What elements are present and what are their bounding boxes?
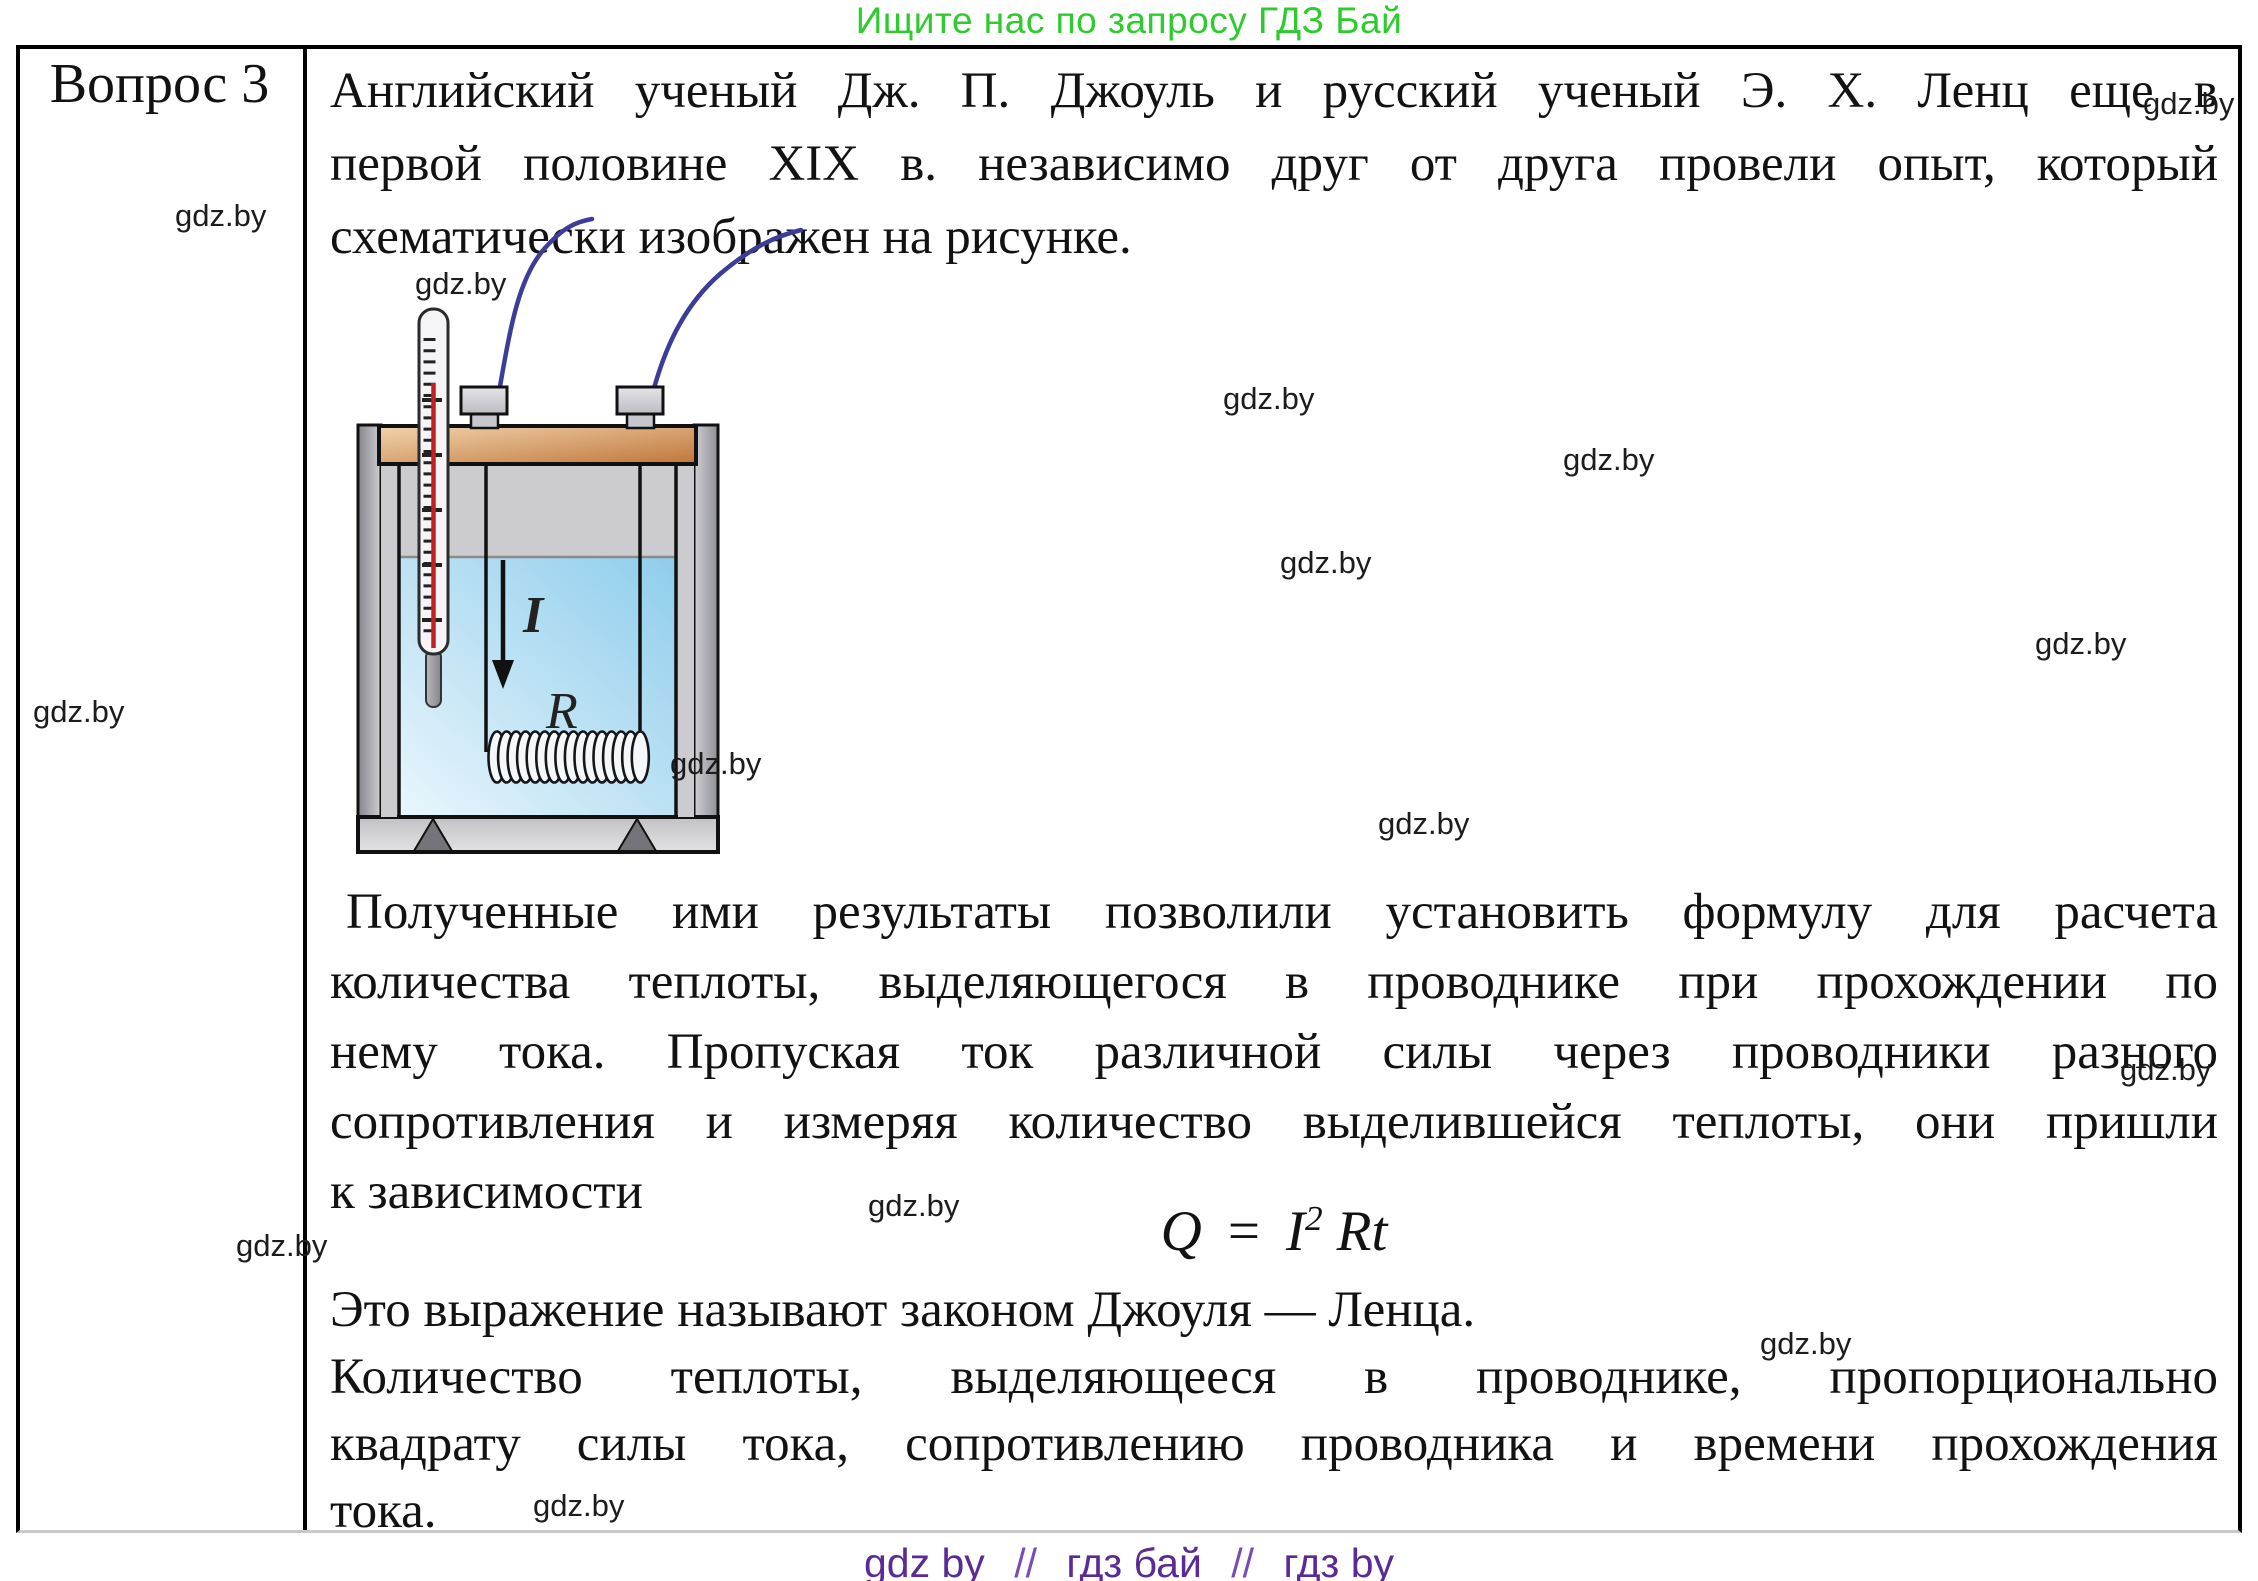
paragraph-2: Полученные ими результаты позволили уста… [330,877,2218,1227]
resistor-coil [487,730,651,784]
formula-rest: Rt [1336,1200,1388,1263]
text-line: квадрату силы тока, сопротивлению провод… [330,1416,2218,1472]
paragraph-3: Это выражение называют законом Джоуля — … [330,1277,2218,1545]
terminal-left [459,385,509,430]
footer-text: гдз by [1283,1540,1395,1581]
watermark: gdz.by [868,1188,960,1223]
watermark: gdz.by [1280,545,1372,580]
joule-lenz-formula: Q = I2 Rt [330,1198,2218,1264]
column-divider [303,49,307,1530]
watermark: gdz.by [670,746,762,781]
promo-header: Ищите нас по запросу ГДЗ Бай [855,0,1403,41]
support-triangles [412,817,658,852]
question-label: Вопрос 3 [49,53,270,115]
paragraph-1: Английский ученый Дж. П. Джоуль и русски… [330,55,2218,274]
watermark: gdz.by [2035,626,2127,661]
terminal-right [615,385,665,430]
wire-left [496,216,595,395]
footer-text: gdz by [863,1540,985,1581]
calorimeter-experiment-figure: I R [356,216,804,854]
footer-separator: // [1014,1540,1037,1581]
current-label: I [522,587,545,644]
watermark: gdz.by [236,1228,328,1263]
inner-vessel [397,463,678,819]
text-line: количества теплоты, выделяющегося в пров… [330,954,2218,1010]
text-line: Английский ученый Дж. П. Джоуль и русски… [330,63,2218,119]
current-arrow [492,560,514,689]
text-line: Полученные ими результаты позволили уста… [346,884,2218,940]
watermark: gdz.by [1760,1326,1852,1361]
text-line: первой половине XIX в. независимо друг о… [330,136,2218,192]
text-line: Это выражение называют законом Джоуля — … [330,1282,1476,1338]
watermark: gdz.by [1223,381,1315,416]
thermometer [417,307,450,708]
text-line: сопротивления и измеряя количество выдел… [330,1094,2218,1150]
equals-sign: = [1227,1200,1260,1263]
text-line: тока. [330,1483,437,1539]
text-line: нему тока. Пропуская ток различной силы … [330,1024,2218,1080]
watermark: gdz.by [1378,806,1470,841]
text-line: схематически изображен на рисунке. [330,209,1132,265]
watermark: gdz.by [533,1488,625,1523]
watermark: gdz.by [1563,442,1655,477]
watermark: gdz.by [175,198,267,233]
watermark: gdz.by [2120,1052,2212,1087]
formula-base: I [1286,1200,1305,1263]
footer-promo: gdz by // гдз бай // гдз by [0,1540,2258,1581]
formula-lhs: Q [1160,1200,1202,1263]
watermark: gdz.by [33,694,125,729]
footer-text: гдз бай [1066,1540,1202,1581]
answer-table [16,45,2242,1533]
wire-right [650,227,804,395]
watermark: gdz.by [415,266,507,301]
text-line: Количество теплоты, выделяющееся в прово… [330,1349,2218,1405]
watermark: gdz.by [2143,86,2235,121]
formula-exponent: 2 [1304,1199,1323,1238]
resistance-label: R [545,683,578,740]
footer-separator: // [1231,1540,1255,1581]
text-line: к зависимости [330,1164,643,1220]
